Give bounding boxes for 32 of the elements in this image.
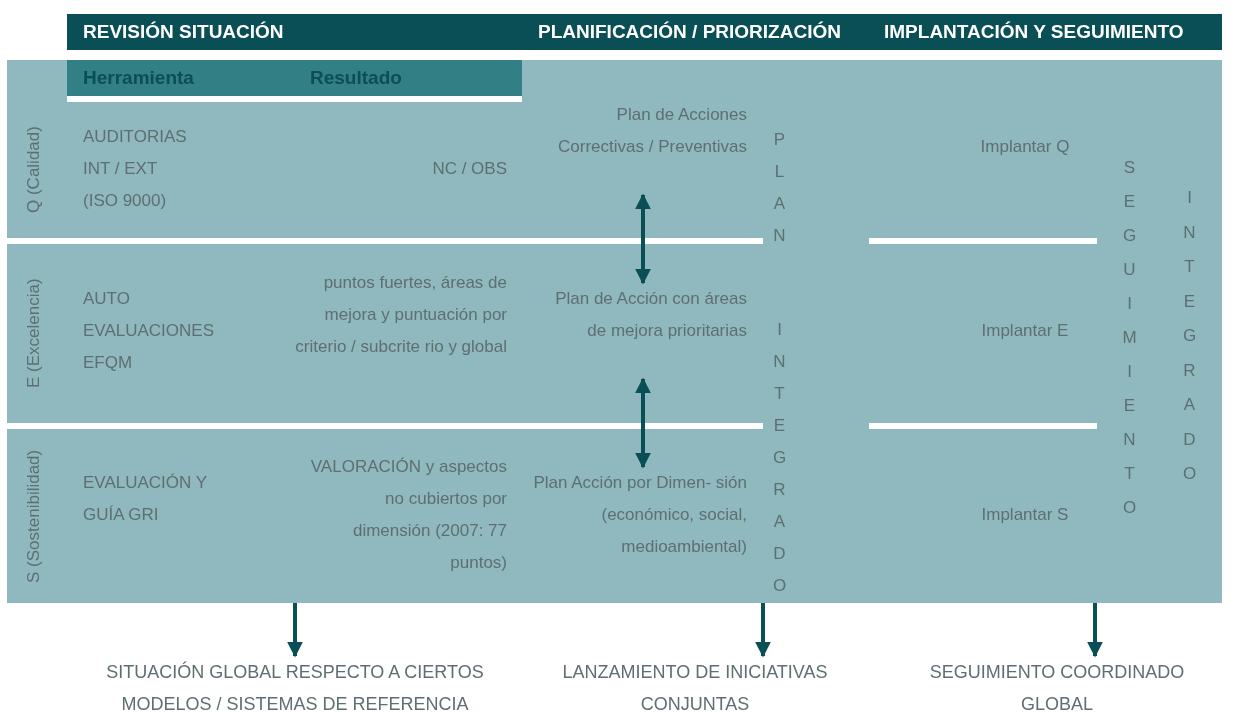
row-label: Q (Calidad)	[23, 125, 44, 216]
row-label: S (Sostenibilidad)	[23, 448, 44, 585]
outcome-text: SITUACIÓN GLOBAL RESPECTO A CIERTOS MODELOS / SISTEMAS DE REFERENCIA	[85, 656, 505, 713]
arrow	[755, 603, 771, 658]
double-arrow	[635, 377, 651, 469]
result-text: VALORACIÓN y aspectos no cubiertos por dimensión (2007: 77 puntos)	[309, 456, 507, 574]
vertical-label: SEGUIMIENTO	[1120, 158, 1139, 532]
vertical-label: PLAN INTEGRADO	[770, 130, 789, 608]
column-header-bar	[67, 60, 522, 102]
header-text: PLANIFICACIÓN / PRIORIZACIÓN	[538, 20, 841, 44]
tool-text: AUTO EVALUACIONES EFQM	[83, 288, 215, 374]
header-text: REVISIÓN SITUACIÓN	[83, 20, 284, 44]
arrow	[287, 603, 303, 658]
implement-cell: Implantar E	[940, 315, 1110, 347]
plan-cell: Plan de Acciones Correctivas / Preventivas	[547, 99, 747, 195]
header-text: IMPLANTACIÓN Y SEGUIMIENTO	[884, 20, 1184, 44]
plan-cell: Plan Acción por Dimen- sión (económico, social, medioambiental)	[525, 467, 747, 563]
plan-cell: Plan de Acción con áreas de mejora prioritarias	[547, 283, 747, 379]
matrix-panel	[7, 60, 1222, 603]
result-text: NC / OBS	[431, 158, 507, 180]
outcome-text: LANZAMIENTO DE INICIATIVAS CONJUNTAS	[535, 656, 855, 713]
vertical-label: INTEGRADO	[1180, 188, 1199, 499]
outcome-text: SEGUIMIENTO COORDINADO GLOBAL	[897, 656, 1217, 713]
header-bar	[67, 14, 1222, 50]
double-arrow	[635, 193, 651, 285]
implement-cell: Implantar S	[940, 499, 1110, 531]
row-label: E (Excelencia)	[23, 277, 44, 391]
result-text: puntos fuertes, áreas de mejora y puntuación por criterio / subcrite rio y global	[294, 272, 507, 358]
implement-cell: Implantar Q	[940, 131, 1110, 163]
tool-text: EVALUACIÓN Y GUÍA GRI	[83, 472, 208, 526]
tool-text: AUDITORIAS INT / EXT (ISO 9000)	[83, 126, 188, 212]
arrow	[1087, 603, 1103, 658]
